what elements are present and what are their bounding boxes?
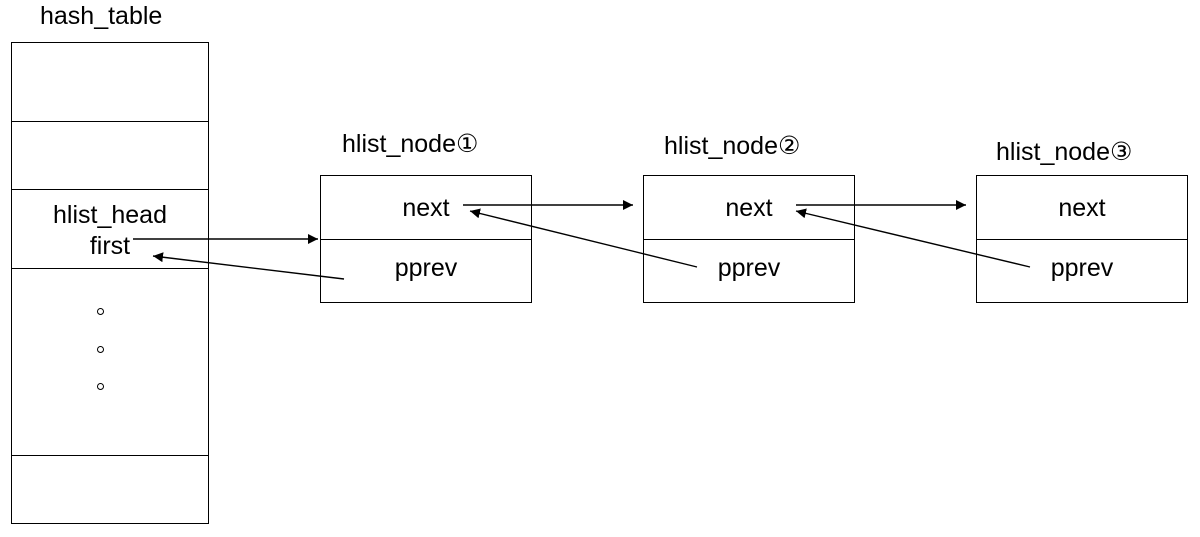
- node-3-next-field: next: [1058, 194, 1106, 222]
- node-1-next-field: next: [402, 194, 450, 222]
- node-1-next-cell: next: [321, 176, 531, 240]
- ellipsis-dot: [97, 346, 104, 353]
- node-3-title: hlist_node③: [996, 138, 1133, 166]
- ellipsis-dot: [97, 383, 104, 390]
- node-2-pprev-to-node-1-next-arrow: [469, 208, 698, 268]
- hash-bucket-1: [12, 122, 208, 190]
- hash-bucket-0: [12, 43, 208, 122]
- hash-bucket-hlist-head: hlist_head first: [12, 190, 208, 269]
- hlist-node-3: next pprev: [976, 175, 1188, 303]
- node-1-pprev-cell: pprev: [321, 240, 531, 302]
- hash-table: hlist_head first: [11, 42, 209, 524]
- hlist-node-1: next pprev: [320, 175, 532, 303]
- hash-table-title: hash_table: [40, 2, 163, 30]
- node-2-next-cell: next: [644, 176, 854, 240]
- node-3-next-cell: next: [977, 176, 1187, 240]
- node-2-next-field: next: [725, 194, 773, 222]
- node-2-pprev-field: pprev: [717, 254, 781, 282]
- node-3-pprev-to-node-2-next-arrow: [795, 208, 1031, 268]
- node-2-pprev-cell: pprev: [644, 240, 854, 302]
- ellipsis-dot: [97, 308, 104, 315]
- node-1-pprev-to-first-arrow: [152, 252, 345, 280]
- hash-bucket-ellipsis: [12, 269, 208, 456]
- hlist-node-2: next pprev: [643, 175, 855, 303]
- node-1-pprev-field: pprev: [394, 254, 458, 282]
- hlist-head-label: hlist_head: [53, 201, 167, 229]
- node-3-pprev-cell: pprev: [977, 240, 1187, 302]
- node-2-title: hlist_node②: [664, 132, 801, 160]
- first-field: first: [89, 232, 131, 260]
- node-3-pprev-field: pprev: [1050, 254, 1114, 282]
- node-1-title: hlist_node①: [342, 130, 479, 158]
